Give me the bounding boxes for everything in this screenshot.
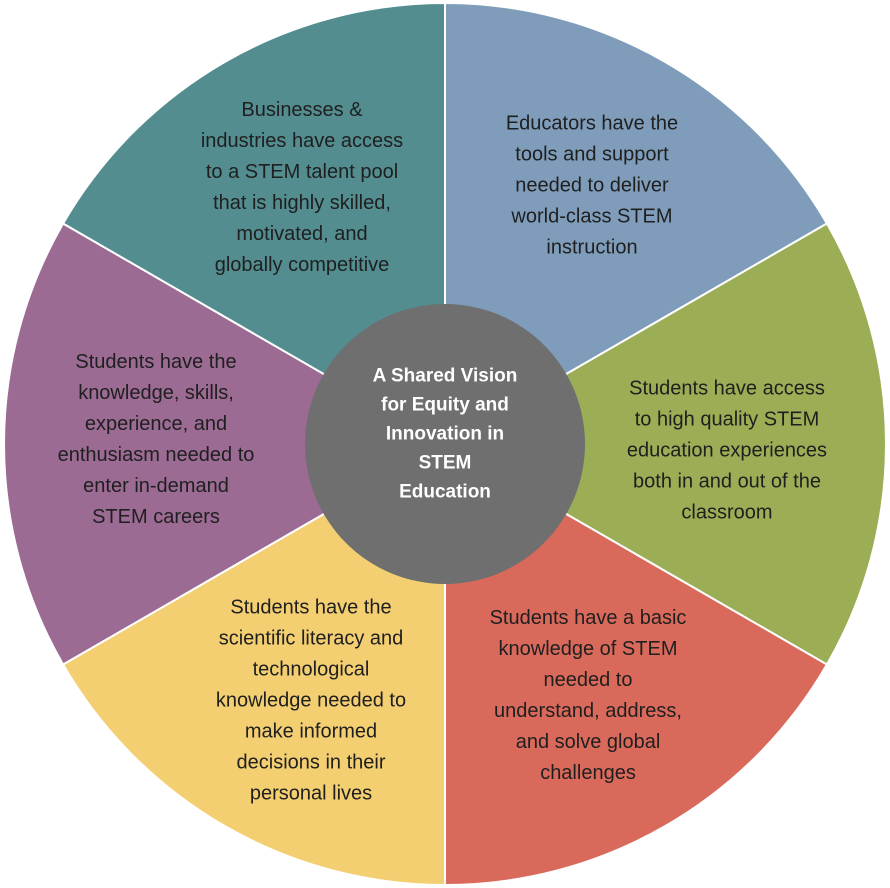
segment-students-access (444, 222, 887, 666)
segment-businesses-industries (62, 2, 446, 445)
segment-students-careers (3, 222, 446, 666)
center-hub-circle (305, 304, 585, 584)
segment-educators-tools (444, 2, 828, 445)
segment-students-basic-knowledge (444, 443, 828, 886)
segment-students-scientific-literacy (62, 443, 446, 886)
